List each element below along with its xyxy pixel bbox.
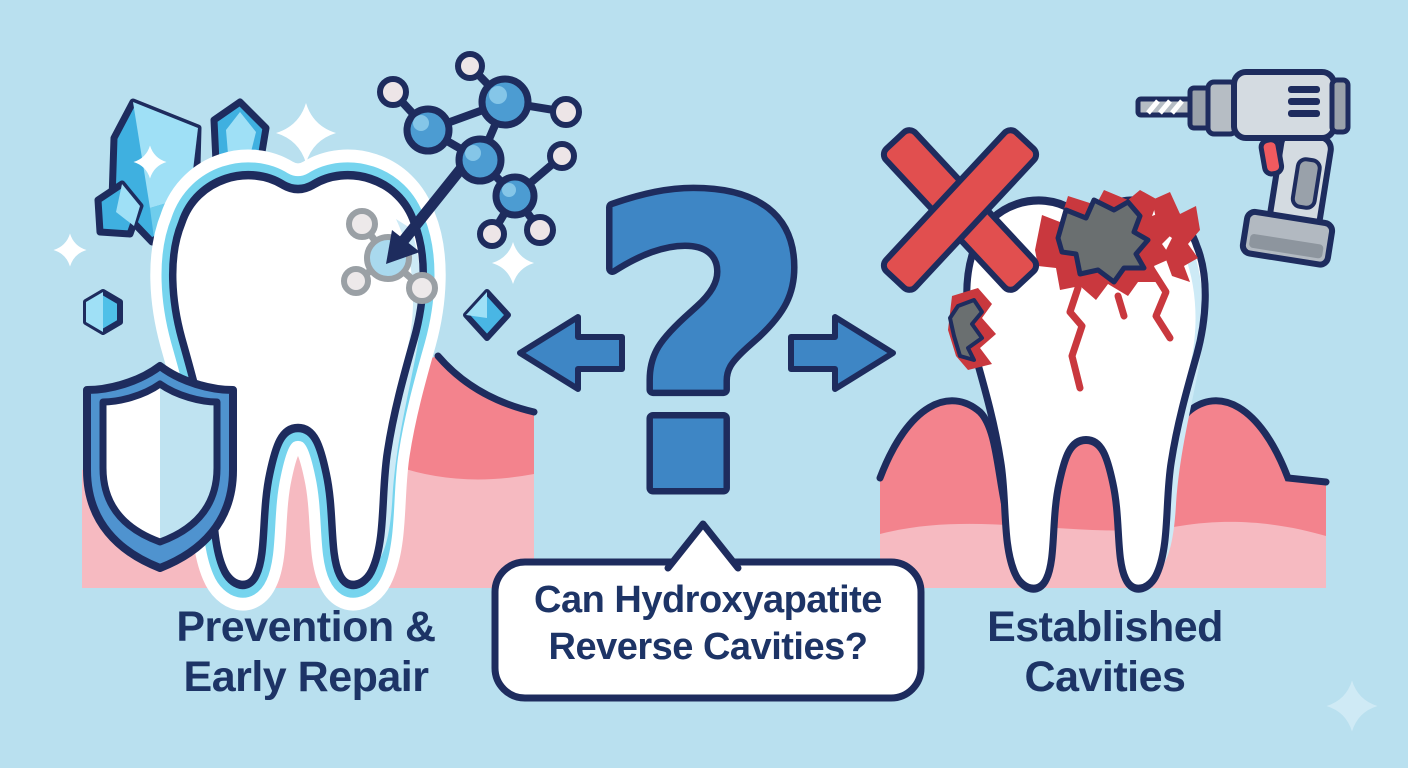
bubble-question-line1: Can Hydroxyapatite [534, 579, 882, 621]
right-caption: Established Cavities [893, 602, 1317, 702]
left-arrow-icon [517, 314, 625, 392]
absorption-arrow-icon [386, 154, 474, 264]
crystal-diamond-icon [463, 289, 511, 341]
bubble-question-line2: Reverse Cavities? [548, 626, 868, 668]
right-arrow-icon [788, 314, 896, 392]
sparkle-icon [53, 233, 87, 267]
crystal-hexagon-icon [83, 289, 123, 335]
sparkle-icon [1326, 680, 1378, 732]
molecule-icon [377, 51, 582, 249]
shield-icon [87, 366, 233, 568]
decay-patches [948, 190, 1200, 392]
left-caption: Prevention & Early Repair [88, 602, 524, 702]
dental-drill-icon [1135, 69, 1351, 268]
bubble-question: Can Hydroxyapatite Reverse Cavities? [495, 577, 921, 671]
x-mark-icon [880, 127, 1040, 293]
left-caption-line1: Prevention & [176, 603, 436, 651]
right-caption-line2: Cavities [1024, 653, 1186, 701]
gum-right [876, 397, 1330, 588]
left-caption-line2: Early Repair [183, 653, 429, 701]
sparkle-icon [492, 242, 534, 284]
right-caption-line1: Established [987, 603, 1223, 651]
speech-bubble [491, 520, 925, 702]
